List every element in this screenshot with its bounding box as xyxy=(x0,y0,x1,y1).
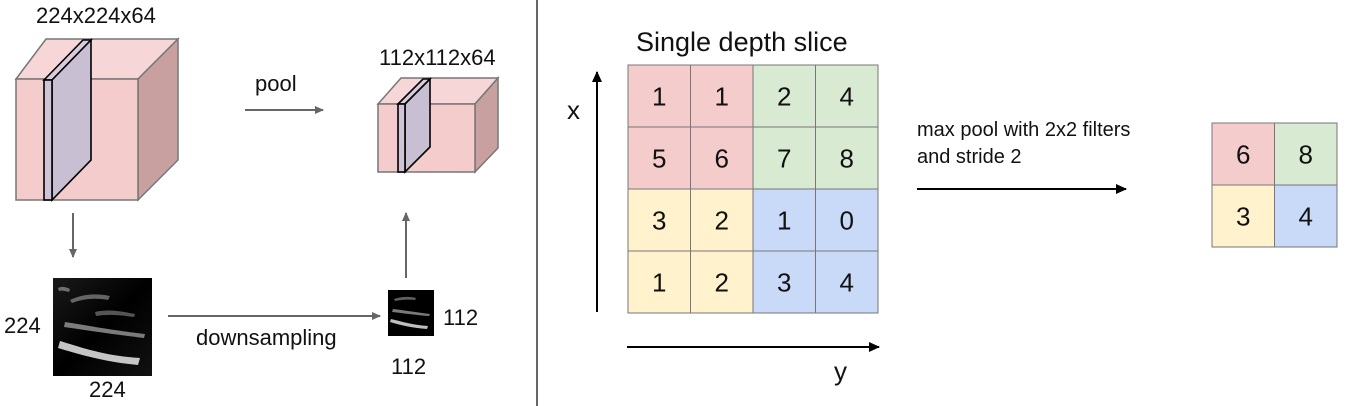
input-grid-cell xyxy=(690,64,754,128)
output-grid: 6 8 3 4 xyxy=(1211,122,1338,248)
input-volume-label: 224x224x64 xyxy=(36,3,156,28)
output-grid-cell-value: 6 xyxy=(1236,139,1250,169)
input-grid-cell-value: 6 xyxy=(715,143,729,173)
input-grid-cell-value: 3 xyxy=(777,267,791,297)
pool-label: pool xyxy=(255,71,297,96)
input-grid-cell-value: 1 xyxy=(652,267,666,297)
depth-slice-small xyxy=(396,77,432,174)
input-grid-cell xyxy=(815,188,879,252)
output-volume-cube xyxy=(376,76,500,174)
input-grid-cell xyxy=(815,126,879,190)
input-grid-cell-value: 5 xyxy=(652,143,666,173)
input-grid-cell-value: 8 xyxy=(840,143,854,173)
x-axis-label: x xyxy=(567,95,580,125)
input-grid-cell xyxy=(752,64,816,128)
input-grid-cell-value: 4 xyxy=(840,267,854,297)
output-grid-cell-value: 8 xyxy=(1299,139,1313,169)
input-feature-map-image xyxy=(53,278,152,376)
input-grid-cell xyxy=(815,64,879,128)
operation-text-line2: and stride 2 xyxy=(917,146,1022,168)
depth-slice-large xyxy=(42,38,93,202)
output-grid-cell-value: 3 xyxy=(1236,201,1250,231)
input-image-height-label: 224 xyxy=(4,313,41,338)
output-grid-cell-value: 4 xyxy=(1299,201,1313,231)
output-grid-cell xyxy=(1274,122,1338,186)
input-grid-cell-value: 2 xyxy=(715,205,729,235)
output-image-side-label: 112 xyxy=(443,305,478,330)
input-image-width-label: 224 xyxy=(89,377,126,402)
output-grid-cell xyxy=(1211,184,1275,248)
input-grid-cell-value: 7 xyxy=(777,143,791,173)
input-grid-cell xyxy=(627,64,691,128)
operation-text-line1: max pool with 2x2 filters xyxy=(917,119,1130,141)
input-grid-cell-value: 1 xyxy=(652,81,666,111)
input-grid-cell-value: 2 xyxy=(777,81,791,111)
output-grid-cell xyxy=(1274,184,1338,248)
input-grid-cell-value: 1 xyxy=(715,81,729,111)
input-grid-cell xyxy=(752,250,816,314)
input-grid-cell xyxy=(627,188,691,252)
input-grid-cell-value: 2 xyxy=(715,267,729,297)
input-grid-cell-value: 3 xyxy=(652,205,666,235)
input-grid-cell-value: 1 xyxy=(777,205,791,235)
output-image-bottom-label: 112 xyxy=(391,354,426,379)
y-axis-label: y xyxy=(834,356,847,386)
output-feature-map-image xyxy=(388,290,434,336)
input-grid-cell-value: 4 xyxy=(840,81,854,111)
input-grid-cell xyxy=(627,126,691,190)
input-grid-cell xyxy=(690,250,754,314)
input-grid-cell xyxy=(815,250,879,314)
output-volume-label: 112x112x64 xyxy=(379,45,496,70)
input-volume-cube xyxy=(14,37,180,202)
input-grid-cell-value: 0 xyxy=(840,205,854,235)
downsampling-label: downsampling xyxy=(196,325,337,350)
input-grid: 1 1 2 4 5 6 7 8 3 2 1 0 1 2 3 4 xyxy=(627,64,879,314)
depth-slice-title: Single depth slice xyxy=(636,27,848,57)
